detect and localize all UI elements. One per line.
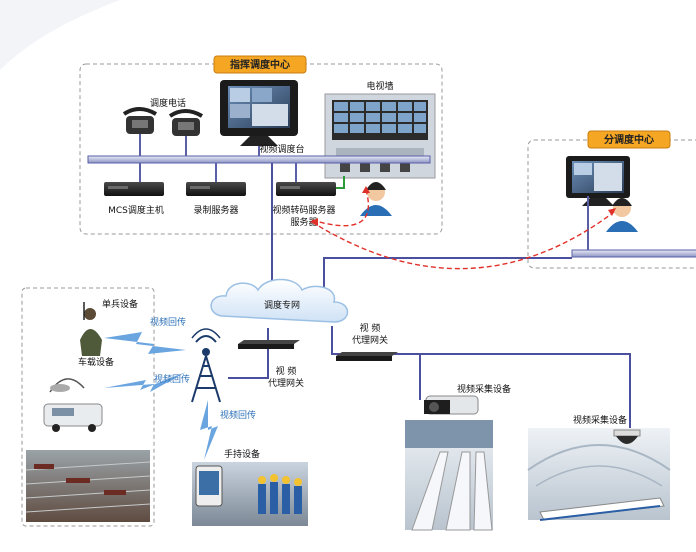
phone-label: 调度电话 [150, 97, 186, 109]
arrow-head [310, 218, 318, 226]
soldier-label: 单兵设备 [102, 298, 138, 310]
console-label: 视频调度台 [259, 143, 304, 155]
command-center-bus [87, 155, 431, 164]
rail-yard-image [25, 450, 151, 522]
background-swoosh [0, 0, 120, 70]
antenna-tower-icon [191, 328, 221, 403]
return-label-3: 视频回传 [220, 409, 256, 421]
red-dashed-links [311, 189, 615, 270]
recorder-server-icon [186, 182, 246, 196]
proxy-left-label: 视 频 [276, 365, 297, 377]
phone-icon [168, 109, 204, 136]
field-devices-box [21, 287, 155, 527]
dome-camera-icon [613, 429, 641, 444]
mcs-label: MCS调度主机 [108, 204, 164, 216]
bullet-camera-icon [424, 395, 479, 415]
return-label-2: 视频回传 [154, 373, 190, 385]
lightning-icons [104, 332, 218, 460]
proxy-right-label: 视 频 [360, 322, 381, 334]
transcoder-label-wrap: 服务器 [290, 216, 317, 228]
sub-center-header [587, 130, 671, 149]
sub-center-bus [571, 249, 696, 258]
proxy-gateway-icon [238, 340, 300, 349]
station-image-2 [527, 428, 671, 521]
tv-wall-label: 电视墙 [366, 80, 393, 92]
arrow-head [362, 186, 370, 193]
transcoder-label: 视频转码服务器 [272, 204, 335, 216]
handheld-label: 手持设备 [224, 448, 260, 460]
capture-label-1: 视频采集设备 [457, 383, 511, 395]
mcs-server-icon [104, 182, 164, 196]
network-links [228, 163, 631, 430]
capture-label-2: 视频采集设备 [573, 414, 627, 426]
sub-center-box [527, 139, 696, 269]
operator-avatar [360, 182, 392, 216]
bus-drops [139, 134, 297, 182]
return-label-1: 视频回传 [150, 316, 186, 328]
vehicle-label: 车载设备 [78, 356, 114, 368]
soldier-icon [80, 302, 102, 356]
sub-operator-avatar [606, 198, 638, 232]
arrow-head [608, 208, 616, 216]
vehicle-icon [43, 378, 103, 432]
proxy-gateway-icon [336, 352, 398, 361]
cloud-label: 调度专网 [264, 299, 300, 311]
console-monitor-icon [220, 80, 298, 146]
tv-wall-link [336, 176, 345, 189]
proxy-right-label-2: 代理网关 [352, 334, 388, 346]
phone-icon [122, 107, 158, 134]
command-center-title: 指挥调度中心 [230, 58, 290, 71]
cloud-icon [210, 278, 349, 323]
command-center-header [213, 55, 307, 74]
proxy-left-label-2: 代理网关 [268, 377, 304, 389]
sub-center-title: 分调度中心 [604, 133, 654, 146]
station-image-1 [405, 420, 493, 531]
tv-wall-image [324, 93, 436, 179]
sub-center-monitor-icon [566, 156, 630, 206]
handheld-image [192, 462, 308, 526]
transcoder-server-icon [276, 182, 336, 196]
recorder-label: 录制服务器 [193, 204, 238, 216]
